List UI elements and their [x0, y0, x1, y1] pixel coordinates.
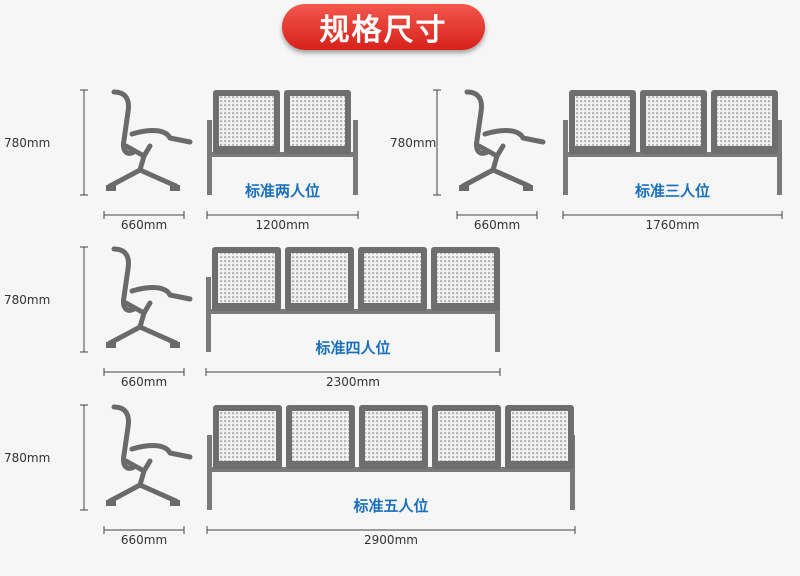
chair-foot — [170, 185, 180, 191]
bench-end-leg — [207, 120, 212, 195]
depth-label: 660mm — [474, 218, 520, 232]
height-label: 780mm — [4, 293, 50, 307]
bench-beam — [207, 467, 575, 472]
model-name: 标准五人位 — [352, 497, 428, 515]
chair-arm — [129, 128, 193, 145]
model-name: 标准三人位 — [634, 182, 710, 200]
bench-end-leg — [570, 435, 575, 510]
chair-foot — [170, 500, 180, 506]
chair-back — [111, 89, 137, 156]
unit-3: 780mm 660mm 标准四人位 2300mm — [4, 246, 501, 389]
seat-mesh — [218, 253, 275, 303]
seat-mesh — [219, 96, 274, 146]
unit-2: 780mm 660mm 标准三人位 1760mm — [390, 89, 783, 232]
chair-foot — [170, 342, 180, 348]
depth-label: 660mm — [121, 375, 167, 389]
chair-foot — [523, 185, 533, 191]
chair-arm — [129, 443, 193, 460]
chair-arm — [482, 128, 546, 145]
seat-mesh — [511, 411, 568, 461]
depth-label: 660mm — [121, 218, 167, 232]
depth-label: 660mm — [121, 533, 167, 547]
seat-mesh — [437, 253, 494, 303]
unit-4: 780mm 660mm 标准五人位 2900mm — [4, 404, 576, 547]
seat-mesh — [364, 253, 421, 303]
width-label: 1200mm — [256, 218, 310, 232]
chair-back — [111, 246, 137, 313]
chair-foot — [106, 500, 116, 506]
page-title: 规格尺寸 — [282, 4, 485, 50]
chair-leg — [490, 167, 532, 189]
width-label: 2900mm — [364, 533, 418, 547]
seat-mesh — [365, 411, 422, 461]
seat-mesh — [290, 96, 345, 146]
bench-beam — [207, 152, 358, 157]
chair-foot — [106, 342, 116, 348]
bench-end-leg — [206, 277, 211, 352]
seat-mesh — [575, 96, 630, 146]
bench-end-leg — [207, 435, 212, 510]
bench-end-leg — [777, 120, 782, 195]
seat-mesh — [438, 411, 495, 461]
bench-beam — [206, 309, 500, 314]
unit-1: 780mm 660mm 标准两人位 1200mm — [4, 89, 359, 232]
chair-arm — [129, 285, 193, 302]
model-name: 标准四人位 — [314, 339, 390, 357]
bench-end-leg — [563, 120, 568, 195]
seat-mesh — [291, 253, 348, 303]
chair-back — [111, 404, 137, 471]
chair-leg — [137, 167, 179, 189]
height-label: 780mm — [4, 136, 50, 150]
bench-end-leg — [495, 277, 500, 352]
width-label: 1760mm — [646, 218, 700, 232]
height-label: 780mm — [4, 451, 50, 465]
chair-foot — [459, 185, 469, 191]
chair-back — [464, 89, 490, 156]
seat-mesh — [292, 411, 349, 461]
model-name: 标准两人位 — [244, 182, 320, 200]
chair-foot — [106, 185, 116, 191]
bench-beam — [563, 152, 782, 157]
height-label: 780mm — [390, 136, 436, 150]
width-label: 2300mm — [326, 375, 380, 389]
seat-mesh — [219, 411, 276, 461]
chair-leg — [137, 482, 179, 504]
bench-end-leg — [353, 120, 358, 195]
seat-mesh — [646, 96, 701, 146]
chair-leg — [137, 324, 179, 346]
seat-mesh — [717, 96, 772, 146]
